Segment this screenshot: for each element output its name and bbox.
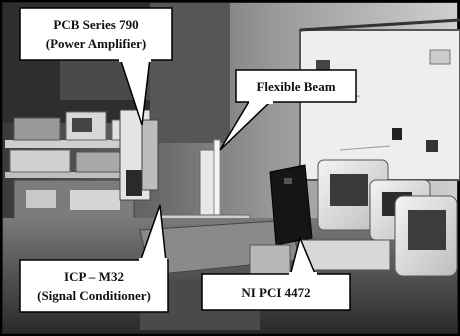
callout-power-amplifier-title: PCB Series 790 [53, 17, 138, 32]
callout-signal-conditioner-title: ICP – M32 [64, 269, 124, 284]
whiteboard [299, 18, 460, 181]
callout-ni-pci-label: NI PCI 4472 [241, 285, 310, 300]
callout-ni-pci: NI PCI 4472 [201, 235, 351, 311]
callout-signal-conditioner-subtitle: (Signal Conditioner) [37, 288, 151, 303]
power-amplifier-device [119, 109, 159, 201]
callout-signal-conditioner: ICP – M32 (Signal Conditioner) [19, 204, 169, 313]
callout-power-amplifier-subtitle: (Power Amplifier) [46, 36, 146, 51]
ni-pci-computer-tower [269, 164, 313, 246]
callout-flexible-beam: Flexible Beam [219, 69, 357, 151]
callout-flexible-beam-label: Flexible Beam [256, 79, 335, 94]
callout-power-amplifier: PCB Series 790 (Power Amplifier) [19, 7, 173, 126]
monitors [299, 159, 458, 277]
